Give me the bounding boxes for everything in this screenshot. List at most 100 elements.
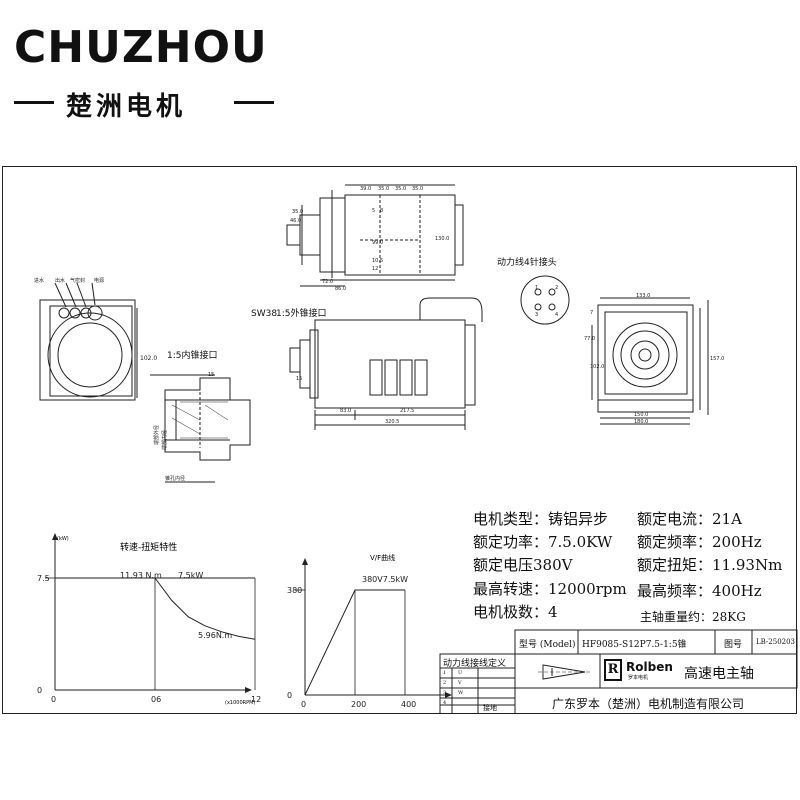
- dim-top-1: 39.0: [360, 186, 371, 192]
- tb-brand-sub: 罗本电机: [628, 675, 649, 681]
- drawing-sheet-frame: [2, 166, 797, 714]
- logo-dash-right: [234, 101, 274, 104]
- pin-number-2: 2: [555, 285, 558, 291]
- vf-x-arrow: [445, 692, 452, 698]
- dim-top-10: 130.0: [435, 236, 449, 242]
- torque-x-tick-label-1: 0: [51, 695, 56, 704]
- dim-right-1: 133.0: [636, 293, 650, 299]
- torque-speed-chart: 转速-扭矩特性 (kW) (x1000RPM) 0 06 12 0 7.5 11.93 N…: [37, 533, 261, 706]
- tb-drawing-no-value: LB-250203: [756, 638, 796, 646]
- torque-y-tick-label-1: 0: [37, 686, 42, 695]
- torque-chart-title: 转速-扭矩特性: [120, 541, 177, 553]
- dim-cone-1: 15: [208, 372, 214, 378]
- tb-wiring-phase-3: W: [458, 690, 464, 696]
- torque-ylabel: (kW): [57, 536, 69, 542]
- port-label-water-in: 进水: [34, 277, 44, 284]
- vf-chart-title: V/F曲线: [370, 553, 395, 562]
- connector-label: 动力线4针接头: [497, 256, 557, 268]
- torque-xlabel: (x1000RPM): [225, 700, 255, 706]
- torque-series-line-2: [154, 577, 256, 640]
- tb-ground-label: 接地: [483, 704, 497, 712]
- dim-top-5: 35.0: [292, 209, 303, 215]
- inner-label-1: 端部外径: [153, 425, 160, 445]
- dim-top-9: 99.0: [372, 240, 383, 246]
- vf-y-arrow: [302, 558, 308, 565]
- outer-cone-label: 1:5外锥接口: [276, 307, 327, 319]
- port-label-water-out: 出水: [55, 277, 65, 284]
- spec-rated-freq: 额定频率：200Hz: [637, 533, 762, 551]
- dim-top-11: 72.0: [322, 279, 333, 285]
- dim-top-14: 12: [372, 266, 378, 272]
- right-front-view-drawing: [591, 297, 709, 425]
- company-logo: CHUZHOU 楚洲电机: [14, 22, 294, 122]
- dim-top-12: 86.0: [335, 286, 346, 292]
- dim-right-6: 180.0: [634, 419, 648, 425]
- spec-max-freq: 最高频率：400Hz: [637, 582, 762, 600]
- dim-top-8: 8: [380, 208, 383, 214]
- spec-motor-type: 电机类型：铸铝异步: [473, 510, 609, 528]
- spec-rated-power: 额定功率：7.5.0KW: [473, 533, 613, 551]
- tb-wiring-pin-4: 4: [443, 700, 447, 706]
- dim-right-3: 102.0: [590, 364, 604, 370]
- pin-number-3: 3: [535, 312, 538, 318]
- torque-x-arrow: [245, 687, 252, 693]
- vf-x-tick-label-2: 200: [351, 700, 366, 709]
- spec-weight: 主轴重量约：28KG: [640, 610, 746, 624]
- inner-label-3: 锥孔内径: [165, 475, 185, 482]
- vf-y-tick-label-2: 380: [287, 586, 302, 595]
- torque-annotation-2: 7.5kW: [178, 571, 203, 580]
- torque-y-tick-label-2: 7.5: [37, 574, 50, 583]
- tb-wiring-pin-3: 3: [443, 690, 447, 696]
- tb-wiring-title: 动力线接线定义: [443, 659, 507, 669]
- spec-rated-current: 额定电流：21A: [637, 510, 742, 528]
- torque-annotation-3: 5.96N.m: [198, 631, 232, 640]
- vf-x-tick-label-3: 400: [401, 700, 416, 709]
- spec-rated-torque: 额定扭矩：11.93Nm: [637, 556, 783, 574]
- torque-x-tick-label-3: 12: [251, 695, 261, 704]
- inner-cone-label: 1:5内锥接口: [167, 349, 218, 361]
- vf-curve-chart: V/F曲线 0 200 400 0 380 380V7.5kW: [287, 553, 452, 709]
- tb-model-value: HF9085-S12P7.5-1:5锥: [582, 640, 687, 650]
- vf-x-tick-label-1: 0: [301, 700, 306, 709]
- dim-right-7: 7: [590, 310, 593, 316]
- dim-top-2: 35.0: [378, 186, 389, 192]
- connector-pin-drawing: [520, 275, 570, 325]
- left-front-view-drawing: [39, 282, 138, 401]
- spec-poles: 电机极数：4: [473, 603, 558, 621]
- tb-wiring-pin-2: 2: [443, 680, 447, 686]
- port-label-air-seal: 气密封: [70, 277, 85, 284]
- torque-y-arrow: [52, 533, 58, 540]
- vf-annotation-1: 380V7.5kW: [362, 575, 408, 584]
- tb-model-label: 型号 (Model): [519, 640, 576, 650]
- logo-dash-left: [14, 101, 54, 104]
- inner-cone-section-drawing: [150, 374, 251, 483]
- tb-product-name: 高速电主轴: [684, 666, 754, 682]
- spec-rated-voltage: 额定电压380V: [473, 556, 573, 574]
- vf-y-tick-label-1: 0: [287, 691, 292, 700]
- dim-top-4: 35.0: [412, 186, 423, 192]
- dim-top-7: 5: [372, 208, 375, 214]
- torque-annotation-1: 11.93 N.m: [120, 571, 162, 580]
- tb-wiring-phase-2: V: [458, 680, 462, 686]
- spec-max-speed: 最高转速：12000rpm: [473, 580, 627, 598]
- tb-drawing-no-label: 图号: [724, 640, 743, 650]
- pin-number-1: 1: [535, 285, 538, 291]
- dim-top-6: 46.0: [290, 218, 301, 224]
- logo-subtitle: 楚洲电机: [66, 92, 187, 122]
- dim-side-2: 217.5: [400, 408, 414, 414]
- top-view-drawing: [286, 184, 464, 287]
- dim-cone-2: 15: [296, 376, 302, 382]
- dim-side-3: 320.5: [385, 419, 399, 425]
- sw38-label: SW38: [251, 309, 277, 319]
- torque-x-tick-label-2: 06: [151, 695, 161, 704]
- port-label-power: 电源: [94, 277, 104, 284]
- logo-brand-text: CHUZHOU: [14, 22, 268, 73]
- tb-wiring-pin-1: 1: [443, 670, 447, 676]
- dim-top-13: 10.5: [372, 258, 383, 264]
- dim-right-2: 77.0: [584, 336, 595, 342]
- dim-side-1: 83.0: [340, 408, 351, 414]
- tb-brand-mark: Rolben: [626, 660, 673, 674]
- title-block-frame: [439, 629, 798, 714]
- tb-company-name: 广东罗本（楚洲）电机制造有限公司: [552, 697, 745, 711]
